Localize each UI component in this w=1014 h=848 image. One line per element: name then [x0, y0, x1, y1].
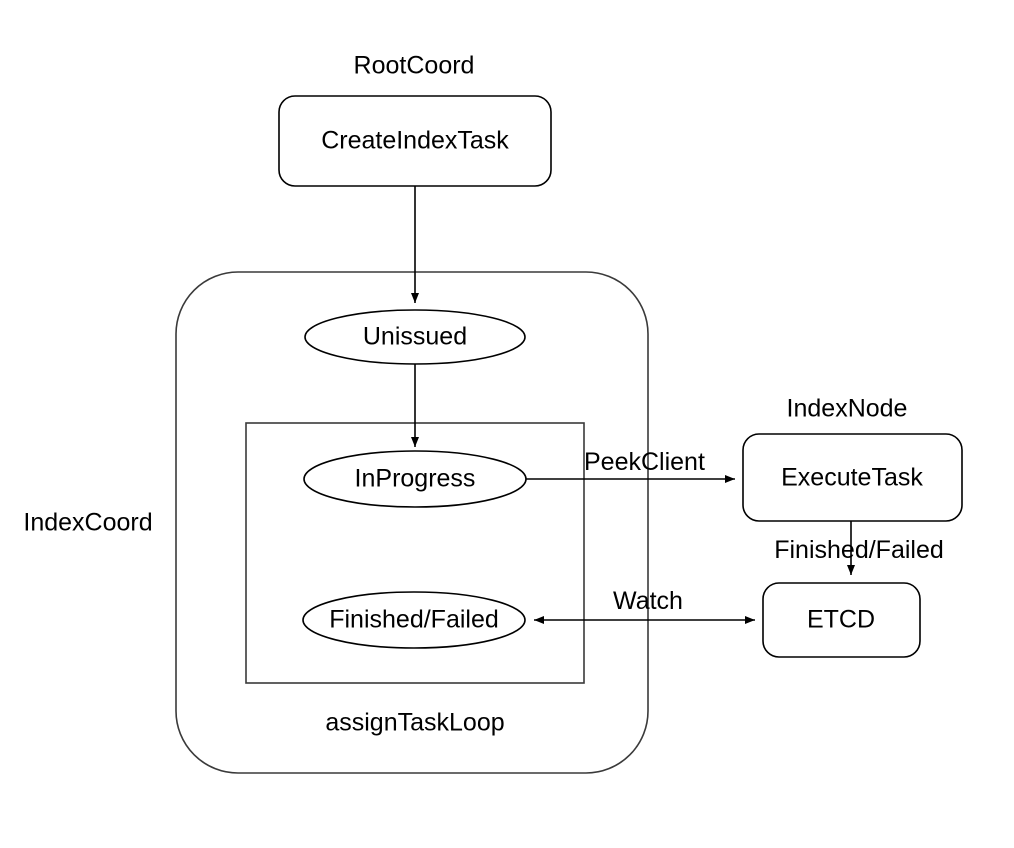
node-create-index-task-label: CreateIndexTask: [321, 127, 509, 155]
service-label-indexnode: IndexNode: [787, 395, 908, 423]
node-unissued-shape[interactable]: [304, 309, 526, 365]
node-unissued-label: Unissued: [363, 323, 467, 351]
node-execute-task-shape[interactable]: [742, 433, 963, 522]
node-finished-failed[interactable]: Finished/Failed: [302, 591, 526, 649]
service-label-rootcoord: RootCoord: [354, 52, 475, 80]
group-label-assign-task-loop: assignTaskLoop: [325, 709, 504, 737]
node-etcd-label: ETCD: [807, 606, 875, 634]
node-inprogress-label: InProgress: [355, 465, 476, 493]
node-finished-failed-label: Finished/Failed: [329, 606, 499, 634]
node-finished-failed-shape[interactable]: [302, 591, 526, 649]
edge-label-finished-failed: Finished/Failed: [774, 536, 944, 564]
edge-label-watch: Watch: [613, 587, 683, 615]
node-inprogress-shape[interactable]: [303, 450, 527, 508]
edge-label-peekclient: PeekClient: [584, 448, 705, 476]
node-create-index-task-shape[interactable]: [278, 95, 552, 187]
node-create-index-task[interactable]: CreateIndexTask: [278, 95, 552, 187]
node-unissued[interactable]: Unissued: [304, 309, 526, 365]
group-label-indexcoord: IndexCoord: [23, 509, 152, 537]
node-etcd[interactable]: ETCD: [762, 582, 921, 658]
group-indexcoord-boundary: [175, 271, 649, 774]
node-execute-task[interactable]: ExecuteTask: [742, 433, 963, 522]
node-inprogress[interactable]: InProgress: [303, 450, 527, 508]
node-etcd-shape[interactable]: [762, 582, 921, 658]
node-execute-task-label: ExecuteTask: [781, 464, 923, 492]
